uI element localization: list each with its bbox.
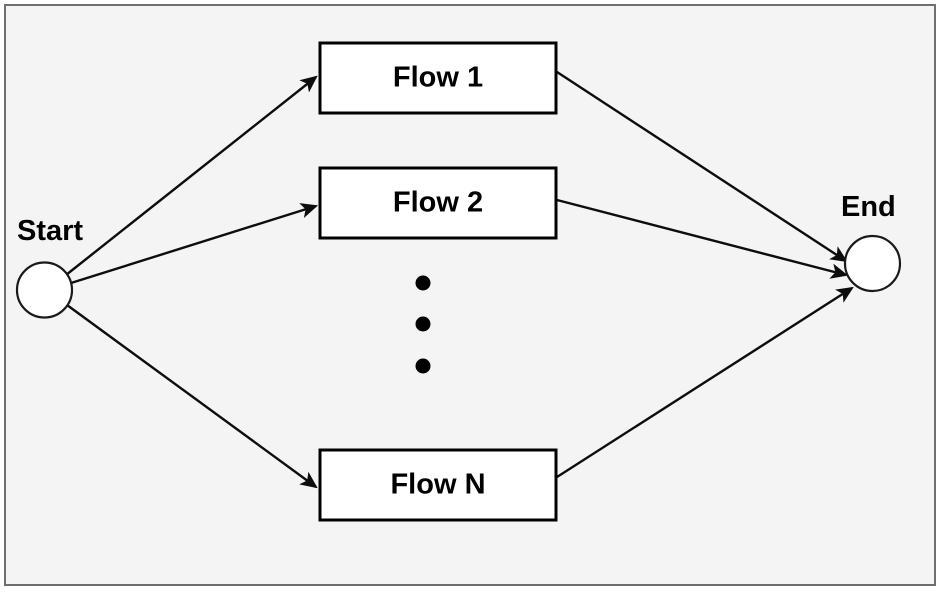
flow-box-2-label: Flow 2 xyxy=(393,187,483,219)
edge-start-to-flow-2 xyxy=(70,203,319,285)
flow-box-n[interactable] xyxy=(318,448,558,522)
flow-box-1-label: Flow 1 xyxy=(393,62,483,94)
flow-box-2[interactable] xyxy=(318,166,558,240)
flow-box-n-label: Flow N xyxy=(390,469,485,501)
end-node-circle[interactable] xyxy=(843,234,902,293)
start-node-circle[interactable] xyxy=(15,261,74,319)
end-node-label: End xyxy=(841,191,896,223)
edge-start-to-flow-1 xyxy=(65,75,318,276)
vertical-ellipsis-dot-3 xyxy=(415,358,431,374)
vertical-ellipsis-dot-1 xyxy=(415,275,431,291)
flow-box-1[interactable] xyxy=(318,41,558,115)
vertical-ellipsis-dot-2 xyxy=(415,316,431,332)
start-node-label: Start xyxy=(17,215,83,247)
edge-flow-2-to-end xyxy=(556,198,849,279)
edge-flow-n-to-end xyxy=(556,286,854,479)
edge-start-to-flow-n xyxy=(66,304,318,489)
edge-flow-1-to-end xyxy=(556,70,848,263)
